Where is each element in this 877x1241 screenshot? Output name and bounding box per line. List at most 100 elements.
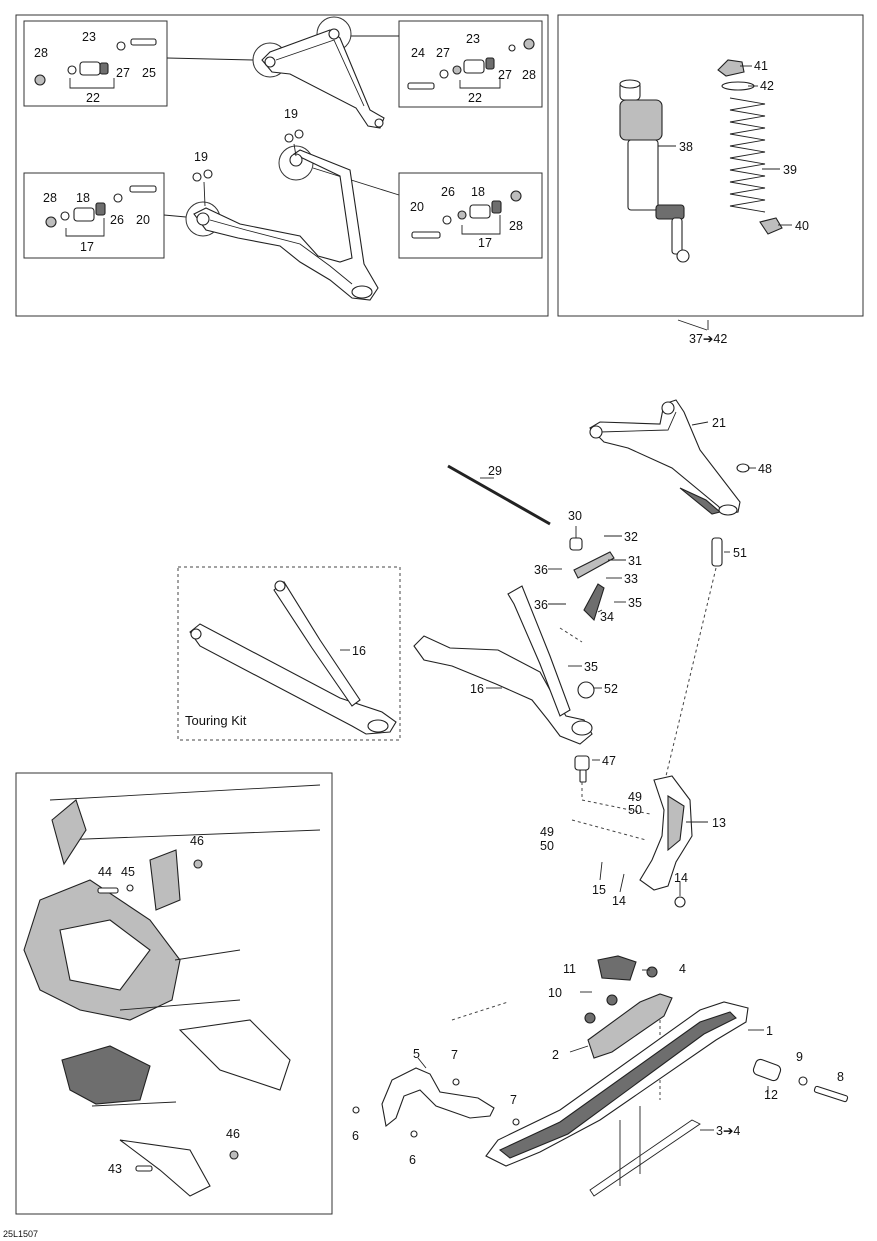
callout-50: 50	[540, 839, 554, 853]
callout-1: 1	[766, 1024, 773, 1038]
shock-absorber-panel	[557, 14, 864, 317]
lower-arm-small	[193, 149, 379, 301]
shock-assembly-range: 37➔42	[689, 332, 727, 346]
callout-28: 28	[522, 68, 536, 82]
callout-17: 17	[80, 240, 94, 254]
upper-a-arm-small	[261, 28, 385, 129]
ski-bolt-hardware	[752, 1058, 849, 1103]
callout-15: 15	[592, 883, 606, 897]
sway-bar-link-29	[447, 464, 551, 526]
group-brackets	[65, 78, 501, 237]
suspension-arms-detail-panel	[15, 14, 549, 317]
callout-6: 6	[352, 1129, 359, 1143]
callout-24: 24	[411, 46, 425, 60]
callout-27: 27	[116, 66, 130, 80]
callout-49: 49	[628, 790, 642, 804]
callout-50: 50	[628, 803, 642, 817]
dashed-alignment-lines	[451, 567, 717, 1100]
callout-38: 38	[679, 140, 693, 154]
touring-kit-label: Touring Kit	[185, 713, 247, 728]
callout-11: 11	[563, 962, 576, 976]
callout-30: 30	[568, 509, 582, 523]
callout-36: 36	[534, 563, 548, 577]
callout-39: 39	[783, 163, 797, 177]
touring-kit-panel	[177, 566, 401, 741]
ski-handle-5	[352, 1067, 520, 1138]
callout-14: 14	[612, 894, 626, 908]
callout-9: 9	[796, 1050, 803, 1064]
lower-right-hardware	[411, 190, 522, 239]
touring-kit-arm-16	[189, 580, 397, 735]
callout-27: 27	[498, 68, 512, 82]
callout-23: 23	[466, 32, 480, 46]
ski-leg-2	[584, 955, 673, 1059]
callout-26: 26	[441, 185, 455, 199]
callout-27: 27	[436, 46, 450, 60]
upper-arm-hardware-box-left	[23, 20, 168, 107]
callout-35: 35	[628, 596, 642, 610]
callout-28: 28	[509, 219, 523, 233]
chassis-arrows	[91, 949, 241, 1107]
callout-4: 4	[679, 962, 686, 976]
lower-left-hardware	[45, 185, 157, 228]
callout-21: 21	[712, 416, 726, 430]
callout-46: 46	[190, 834, 204, 848]
callout-41: 41	[754, 59, 768, 73]
chassis-sketch	[23, 784, 321, 1197]
callout-19: 19	[284, 107, 298, 121]
callout-48: 48	[758, 462, 772, 476]
callout-7: 7	[451, 1048, 458, 1062]
callout-35: 35	[584, 660, 598, 674]
callout-19: 19	[194, 150, 208, 164]
diagram-id: 25L1507	[3, 1229, 38, 1239]
lower-arm-hardware-box-left	[23, 172, 165, 259]
washers-19	[192, 129, 304, 207]
callout-10: 10	[548, 986, 562, 1000]
callout-20: 20	[410, 200, 424, 214]
callout-20: 20	[136, 213, 150, 227]
callout-22: 22	[86, 91, 100, 105]
lower-trailing-arm-16	[413, 585, 593, 745]
callout-47: 47	[602, 754, 616, 768]
upper-arm-hardware-box-right	[398, 20, 543, 108]
callout-42: 42	[760, 79, 774, 93]
runner-range: 3➔4	[716, 1124, 740, 1138]
callout-25: 25	[142, 66, 156, 80]
callout-40: 40	[795, 219, 809, 233]
callout-51: 51	[733, 546, 747, 560]
callout-numbers: 28 23 27 25 22 24 23 27 28 22 27 19 19 2…	[3, 30, 844, 1239]
callout-6: 6	[409, 1153, 416, 1167]
coil-spring	[717, 59, 783, 235]
callout-13: 13	[712, 816, 726, 830]
ski-1	[485, 1001, 749, 1197]
spindle-13	[639, 775, 693, 908]
upper-a-arm-21	[589, 399, 741, 516]
callout-28: 28	[43, 191, 57, 205]
upper-left-hardware	[34, 38, 157, 86]
callout-43: 43	[108, 1162, 122, 1176]
callout-5: 5	[413, 1047, 420, 1061]
callout-45: 45	[121, 865, 135, 879]
lower-arm-hardware-box-right	[398, 172, 543, 259]
callout-23: 23	[82, 30, 96, 44]
shock-absorber	[619, 79, 690, 263]
upper-right-hardware	[407, 38, 535, 90]
callout-18: 18	[471, 185, 485, 199]
callout-14: 14	[674, 871, 688, 885]
callout-18: 18	[76, 191, 90, 205]
callout-52: 52	[604, 682, 618, 696]
callout-16: 16	[470, 682, 484, 696]
callout-33: 33	[624, 572, 638, 586]
callout-32: 32	[624, 530, 638, 544]
callout-7: 7	[510, 1093, 517, 1107]
callout-49: 49	[540, 825, 554, 839]
callout-17: 17	[478, 236, 492, 250]
callout-26: 26	[110, 213, 124, 227]
callout-36: 36	[534, 598, 548, 612]
callout-16: 16	[352, 644, 366, 658]
chassis-overview-panel	[15, 772, 333, 1215]
callout-34: 34	[600, 610, 614, 624]
callout-22: 22	[468, 91, 482, 105]
callout-44: 44	[98, 865, 112, 879]
